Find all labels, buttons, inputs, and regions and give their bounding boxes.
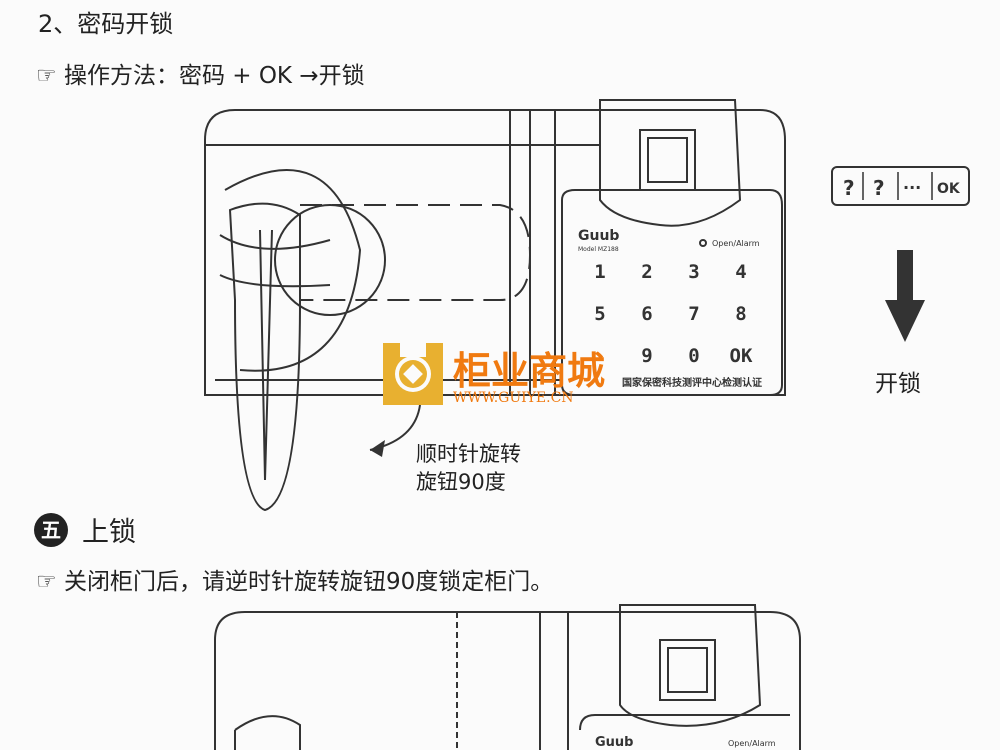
keypad-key[interactable]: 8	[735, 303, 746, 325]
method-line: 操作方法：密码 + OK →开锁	[63, 63, 365, 89]
keypad-brand: Guub	[578, 228, 619, 244]
keypad-key[interactable]: 4	[735, 261, 746, 283]
lock-instruction: 关闭柜门后，请逆时针旋转旋钮90度锁定柜门。	[63, 569, 554, 595]
keypad-key[interactable]: 1	[594, 261, 605, 283]
keypad-certification: 国家保密科技测评中心检测认证	[622, 376, 762, 389]
rotate-note: 顺时针旋转 旋钮90度	[416, 440, 521, 496]
section-title: 2、密码开锁	[38, 10, 174, 38]
rotate-note-line: 顺时针旋转	[416, 442, 521, 466]
code-4: OK	[937, 181, 961, 197]
watermark-logo-icon	[383, 343, 443, 405]
code-1: ?	[843, 176, 855, 200]
keypad2-indicator: Open/Alarm	[728, 739, 776, 748]
code-2: ?	[873, 176, 885, 200]
section-number-badge: 五	[34, 512, 68, 547]
keypad-key[interactable]: 3	[688, 261, 699, 283]
keypad2-brand: Guub	[595, 735, 634, 750]
watermark-url: WWW.GUIYE.CN	[453, 390, 574, 406]
keypad-key[interactable]: 5	[594, 303, 605, 325]
watermark-name: 柜业商城	[453, 349, 606, 393]
keypad-key[interactable]: 7	[688, 303, 699, 325]
lock-section-title: 上锁	[82, 517, 136, 548]
unlock-label: 开锁	[875, 371, 921, 397]
pointing-hand-icon: ☞	[36, 569, 57, 595]
keypad-key[interactable]: 6	[641, 303, 652, 325]
keypad-key[interactable]: 9	[641, 345, 652, 367]
code-3: ···	[903, 178, 921, 197]
rotate-note-line: 旋钮90度	[416, 470, 506, 494]
keypad-key[interactable]: 0	[688, 345, 699, 367]
keypad-indicator: Open/Alarm	[712, 239, 760, 248]
keypad-model: Model MZ188	[578, 246, 619, 253]
keypad-key[interactable]: 2	[641, 261, 652, 283]
keypad-key[interactable]: OK	[730, 345, 753, 367]
pointing-hand-icon: ☞	[36, 63, 57, 89]
